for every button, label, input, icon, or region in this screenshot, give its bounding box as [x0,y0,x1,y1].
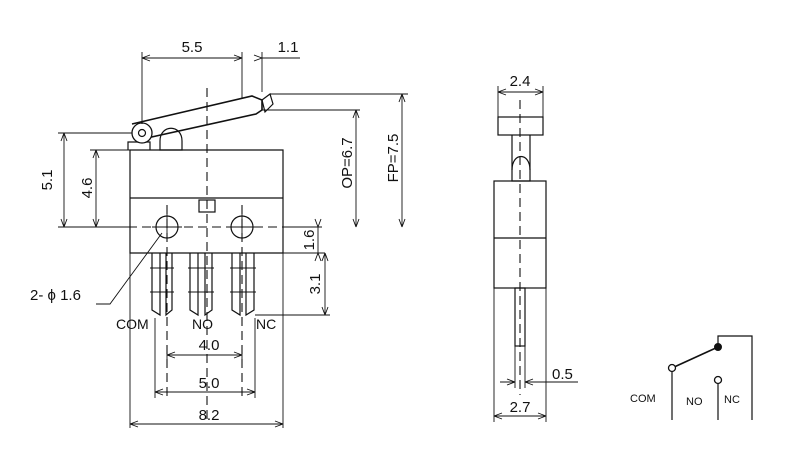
dim-5-5: 5.5 [182,39,203,56]
dim-0-5: 0.5 [552,366,573,383]
dim-5-0: 5.0 [199,375,220,392]
dim-1-1: 1.1 [278,39,299,56]
dim-2-4: 2.4 [510,73,531,90]
side-view: 2.4 0.5 2.7 [493,73,578,422]
nc-terminal [714,343,722,351]
pin-label-nc: NC [256,316,276,332]
dim-1-6: 1.6 [301,230,318,251]
pin-label-com: COM [116,316,149,332]
schematic-no: NO [686,396,703,408]
pin-label-no: NO [192,316,213,332]
dim-fp: FP=7.5 [385,134,402,183]
terminal-pins [150,253,256,317]
holes-label: 2- ϕ 1.6 [30,287,81,304]
dim-4-6: 4.6 [79,178,96,199]
dim-5-1: 5.1 [39,170,56,191]
dim-3-1: 3.1 [307,274,324,295]
lever-pivot [131,122,153,144]
actuator-lever [127,93,274,151]
dim-8-2: 8.2 [199,407,220,424]
dim-4-0: 4.0 [199,337,220,354]
schematic-nc: NC [724,394,740,406]
com-terminal [667,363,677,373]
front-view: 5.5 1.1 5.1 4.6 OP=6.7 FP=7.5 1.6 3.1 2-… [30,39,408,428]
dim-2-7: 2.7 [510,399,531,416]
no-terminal [713,375,723,385]
dim-op: OP=6.7 [339,137,356,188]
schematic-com: COM [630,393,656,405]
switch-schematic: COM NO NC [630,335,753,420]
